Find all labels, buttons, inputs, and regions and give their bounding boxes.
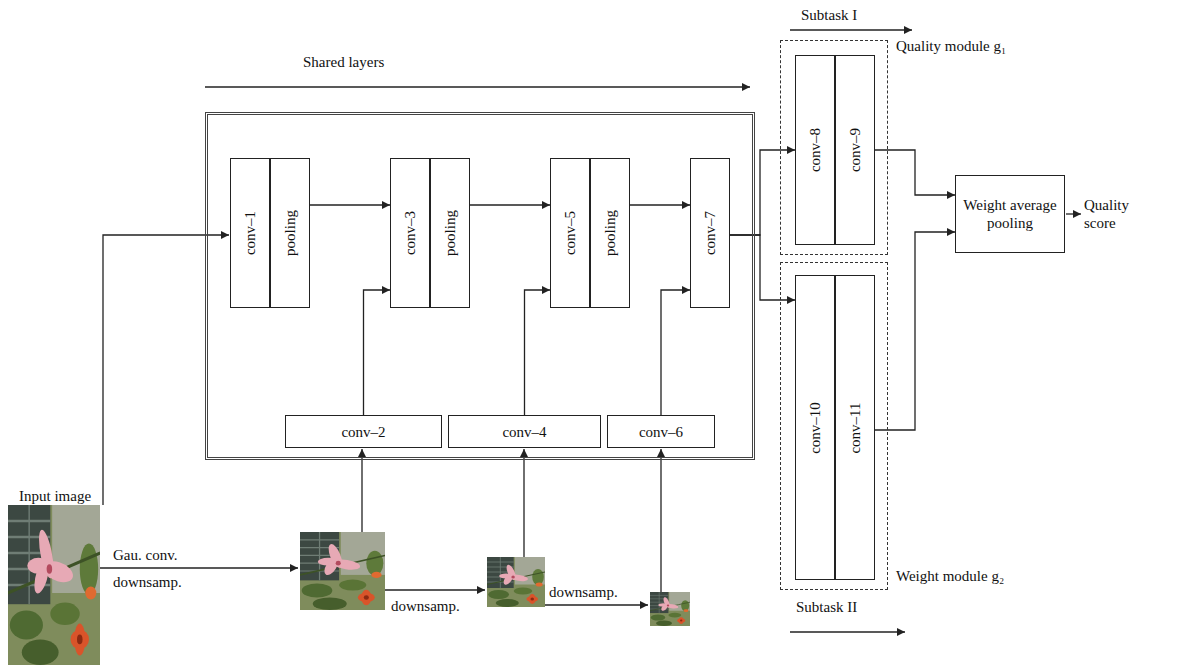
layer-label: conv–6 bbox=[639, 423, 683, 441]
module-label: Weight module g₂ bbox=[896, 567, 1004, 585]
connector bbox=[310, 204, 390, 205]
text-label: Subtask II bbox=[795, 598, 858, 616]
layer-label: pooling bbox=[603, 210, 618, 256]
layer-label: conv–1 bbox=[243, 211, 258, 255]
layer-label: conv–2 bbox=[341, 423, 385, 441]
connector bbox=[661, 290, 690, 415]
text-label: Gau. conv. bbox=[112, 546, 178, 564]
layer-label: conv–9 bbox=[848, 128, 863, 172]
layer-label: conv–3 bbox=[403, 211, 418, 255]
layer-box: conv–7 bbox=[690, 158, 730, 308]
text-label: downsamp. bbox=[390, 597, 461, 615]
connector bbox=[630, 204, 690, 205]
layer-box: conv–8 bbox=[795, 55, 835, 245]
layer-box: Weight average pooling bbox=[955, 175, 1065, 253]
layer-label: conv–11 bbox=[848, 402, 863, 453]
module-box: Quality module g₁conv–8conv–9 bbox=[780, 40, 888, 255]
downsampled-image bbox=[650, 592, 690, 626]
downsampled-image bbox=[487, 557, 545, 607]
layer-label: conv–7 bbox=[703, 211, 718, 255]
layer-label: conv–5 bbox=[563, 211, 578, 255]
connector bbox=[525, 290, 551, 415]
layer-box: pooling bbox=[590, 158, 630, 308]
flow-arrow bbox=[205, 86, 750, 87]
module-label: Quality module g₁ bbox=[896, 37, 1006, 55]
layer-label: Weight average pooling bbox=[960, 196, 1060, 232]
text-label: downsamp. bbox=[112, 573, 183, 591]
downsample-arrow bbox=[545, 604, 648, 605]
downsample-arrow bbox=[100, 567, 298, 568]
layer-box: conv–4 bbox=[448, 415, 601, 448]
flow-arrow bbox=[790, 631, 905, 632]
connector bbox=[875, 150, 955, 195]
downsampled-image bbox=[300, 532, 385, 610]
scale-wire bbox=[523, 449, 524, 557]
scale-wire bbox=[361, 449, 362, 532]
connector bbox=[470, 204, 550, 205]
layer-box: conv–5 bbox=[550, 158, 590, 308]
input-wire bbox=[103, 235, 229, 505]
layer-box: conv–11 bbox=[835, 275, 875, 580]
layer-label: conv–10 bbox=[808, 402, 823, 454]
connector bbox=[364, 290, 391, 415]
layer-label: pooling bbox=[443, 210, 458, 256]
output-arrow bbox=[1066, 213, 1081, 214]
text-label: downsamp. bbox=[548, 583, 619, 601]
layer-box: conv–2 bbox=[285, 415, 442, 448]
layer-box: pooling bbox=[430, 158, 470, 308]
layer-box: pooling bbox=[270, 158, 310, 308]
layer-box: conv–3 bbox=[390, 158, 430, 308]
module-label: Shared layers bbox=[303, 53, 384, 71]
text-label: Subtask I bbox=[800, 6, 858, 24]
group-box: Shared layersconv–1poolingconv–3poolingc… bbox=[205, 112, 755, 460]
layer-box: conv–6 bbox=[607, 415, 715, 448]
connector bbox=[730, 150, 795, 235]
downsample-arrow bbox=[385, 589, 485, 590]
module-box: Weight module g₂conv–10conv–11 bbox=[780, 262, 888, 590]
layer-label: conv–4 bbox=[502, 423, 546, 441]
layer-box: conv–10 bbox=[795, 275, 835, 580]
layer-label: pooling bbox=[283, 210, 298, 256]
layer-box: conv–1 bbox=[230, 158, 270, 308]
scale-wire bbox=[660, 449, 661, 592]
layer-box: conv–9 bbox=[835, 55, 875, 245]
flow-arrow bbox=[790, 29, 912, 30]
connector bbox=[730, 235, 795, 300]
text-label: Quality score bbox=[1083, 196, 1145, 232]
input-image bbox=[8, 505, 100, 665]
text-label: Input image bbox=[18, 487, 92, 505]
layer-label: conv–8 bbox=[808, 128, 823, 172]
